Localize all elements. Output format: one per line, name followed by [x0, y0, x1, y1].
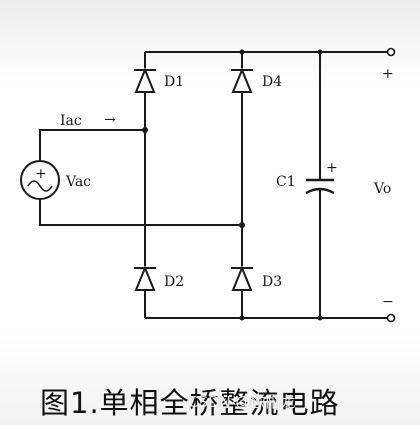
ac-top-wire: [39, 129, 145, 160]
label-capacitor-plus: +: [326, 160, 338, 176]
current-arrow-icon: →: [104, 112, 116, 128]
label-c1: C1: [276, 174, 296, 190]
diode-d4: [231, 67, 253, 93]
label-output-minus: −: [382, 294, 394, 310]
label-vac: Vac: [65, 174, 91, 190]
output-terminal-negative: [386, 313, 396, 323]
capacitor-top-junction: [317, 49, 323, 55]
label-vo: Vo: [373, 181, 391, 197]
diode-d1: [134, 67, 156, 93]
label-d1: D1: [164, 74, 184, 90]
ac-source-plus: +: [35, 166, 47, 182]
ac-bottom-wire: [39, 200, 242, 226]
label-d2: D2: [164, 274, 184, 290]
capacitor-bottom-junction: [317, 315, 323, 321]
sine-wave-icon: [27, 180, 53, 192]
full-bridge-rectifier-diagram: + D1 D4 D2 D3 Iac → Vac C1 + Vo + −: [20, 47, 396, 323]
diode-d2: [134, 265, 156, 291]
label-d4: D4: [262, 74, 282, 90]
label-iac: Iac: [60, 113, 82, 129]
label-output-plus: +: [382, 66, 394, 82]
output-terminal-positive: [386, 47, 396, 57]
junction-right-mid: [239, 222, 245, 228]
label-d3: D3: [262, 274, 282, 290]
diode-d3: [231, 265, 253, 291]
figure-caption: 图1.单相全桥整流电路: [40, 386, 340, 420]
watermark-text: CSDN @欧阳龙: [188, 393, 296, 411]
junction-left-mid: [142, 127, 148, 133]
capacitor-plate-bottom: [305, 187, 335, 195]
junction-top-right: [239, 49, 245, 55]
junction-bottom-right: [239, 315, 245, 321]
